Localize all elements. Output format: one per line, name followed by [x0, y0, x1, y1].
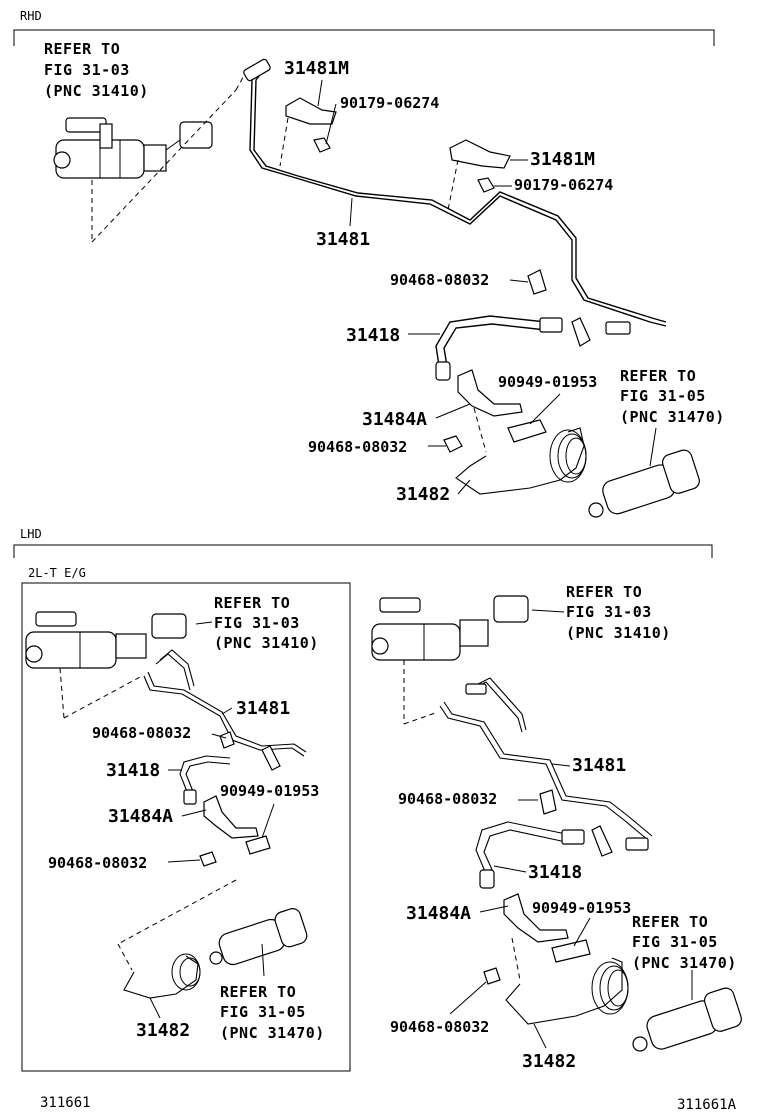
engine-variant-box: 2L-T E/G — [21, 566, 351, 1072]
part-label: 90468-08032 — [398, 790, 497, 808]
part-label: 90468-08032 — [48, 854, 147, 872]
ref-line: REFER TO — [220, 983, 296, 1001]
part-label: 90179-06274 — [340, 94, 439, 112]
part-label: 90468-08032 — [390, 271, 489, 289]
ref-line: REFER TO — [214, 594, 290, 612]
part-label: 31482 — [136, 1020, 190, 1041]
lhd-section-label: LHD — [20, 527, 42, 541]
rhd-hose-31418 — [435, 315, 547, 373]
rhd-tube-31482 — [455, 427, 585, 495]
lhd-b-master-cylinder — [371, 595, 529, 661]
lhd-a-release-cylinder — [209, 908, 308, 966]
part-label: 31482 — [396, 484, 450, 505]
ref-line: FIG 31-05 — [620, 387, 706, 405]
lhd-a-pipe-31481 — [143, 675, 305, 757]
ref-line: REFER TO — [566, 583, 642, 601]
ref-line: REFER TO — [44, 40, 120, 58]
part-label: 90179-06274 — [514, 176, 613, 194]
ref-line: (PNC 31470) — [620, 408, 725, 426]
part-label: 31481M — [284, 58, 349, 79]
part-label: 31481 — [236, 698, 290, 719]
lhd-section-frame: LHD — [13, 527, 713, 558]
lhd-b-pipe-31481 — [439, 705, 649, 841]
ref-line: REFER TO — [632, 913, 708, 931]
ref-line: FIG 31-05 — [632, 933, 718, 951]
ref-line: (PNC 31470) — [220, 1024, 325, 1042]
rhd-pipe-31481 — [249, 71, 667, 327]
lhd-a-ref-fig3105: REFER TO FIG 31-05 (PNC 31470) — [220, 983, 325, 1042]
rhd-section-frame: RHD — [13, 9, 715, 46]
part-label: 90949-01953 — [498, 373, 597, 391]
ref-line: REFER TO — [620, 367, 696, 385]
part-label: 31484A — [406, 903, 471, 924]
lhd-a-master-cylinder — [25, 611, 187, 669]
part-label: 90468-08032 — [390, 1018, 489, 1036]
part-label: 31481 — [316, 229, 370, 250]
part-label: 31418 — [346, 325, 400, 346]
lhd-a-tube-31482 — [123, 955, 199, 999]
part-label: 31418 — [106, 760, 160, 781]
part-label: 90468-08032 — [308, 438, 407, 456]
ref-line: FIG 31-05 — [220, 1003, 306, 1021]
lhd-b-hose-31418 — [475, 821, 567, 875]
lhd-a-hose-31418 — [179, 755, 231, 795]
ref-line: (PNC 31410) — [214, 634, 319, 652]
rhd-clamp-31481m-a — [285, 97, 337, 153]
figure-code-left: 311661 — [40, 1095, 91, 1111]
part-label: 31481M — [530, 149, 595, 170]
ref-line: FIG 31-03 — [214, 614, 300, 632]
rhd-section-label: RHD — [20, 9, 42, 23]
rhd-master-cylinder — [53, 117, 213, 179]
part-label: 90949-01953 — [532, 899, 631, 917]
part-label: 31484A — [362, 409, 427, 430]
part-label: 31482 — [522, 1051, 576, 1072]
lhd-b-release-cylinder — [632, 987, 742, 1052]
part-label: 90949-01953 — [220, 782, 319, 800]
part-label: 31484A — [108, 806, 173, 827]
lhd-b-ref-fig3103: REFER TO FIG 31-03 (PNC 31410) — [566, 583, 671, 642]
ref-line: FIG 31-03 — [44, 61, 130, 79]
rhd-release-cylinder — [588, 449, 700, 518]
engine-variant-label: 2L-T E/G — [28, 566, 86, 580]
lhd-b-ref-fig3105: REFER TO FIG 31-05 (PNC 31470) — [632, 913, 737, 972]
part-label: 90468-08032 — [92, 724, 191, 742]
lhd-b-tube-31482 — [505, 957, 623, 1025]
ref-line: (PNC 31410) — [44, 82, 149, 100]
part-label: 31481 — [572, 755, 626, 776]
ref-line: (PNC 31470) — [632, 954, 737, 972]
ref-line: (PNC 31410) — [566, 624, 671, 642]
lhd-a-bracket-31484a — [203, 795, 259, 839]
lhd-b-bracket-31484a — [503, 893, 569, 943]
figure-code-right: 311661A — [677, 1097, 737, 1112]
part-label: 31418 — [528, 862, 582, 883]
rhd-clamp-31481m-b — [449, 139, 511, 193]
rhd-ref-fig3105: REFER TO FIG 31-05 (PNC 31470) — [620, 367, 725, 426]
ref-line: FIG 31-03 — [566, 603, 652, 621]
lhd-a-ref-fig3103: REFER TO FIG 31-03 (PNC 31410) — [214, 594, 319, 652]
rhd-ref-fig3103: REFER TO FIG 31-03 (PNC 31410) — [44, 40, 149, 100]
rhd-bracket-31484a — [457, 369, 523, 417]
